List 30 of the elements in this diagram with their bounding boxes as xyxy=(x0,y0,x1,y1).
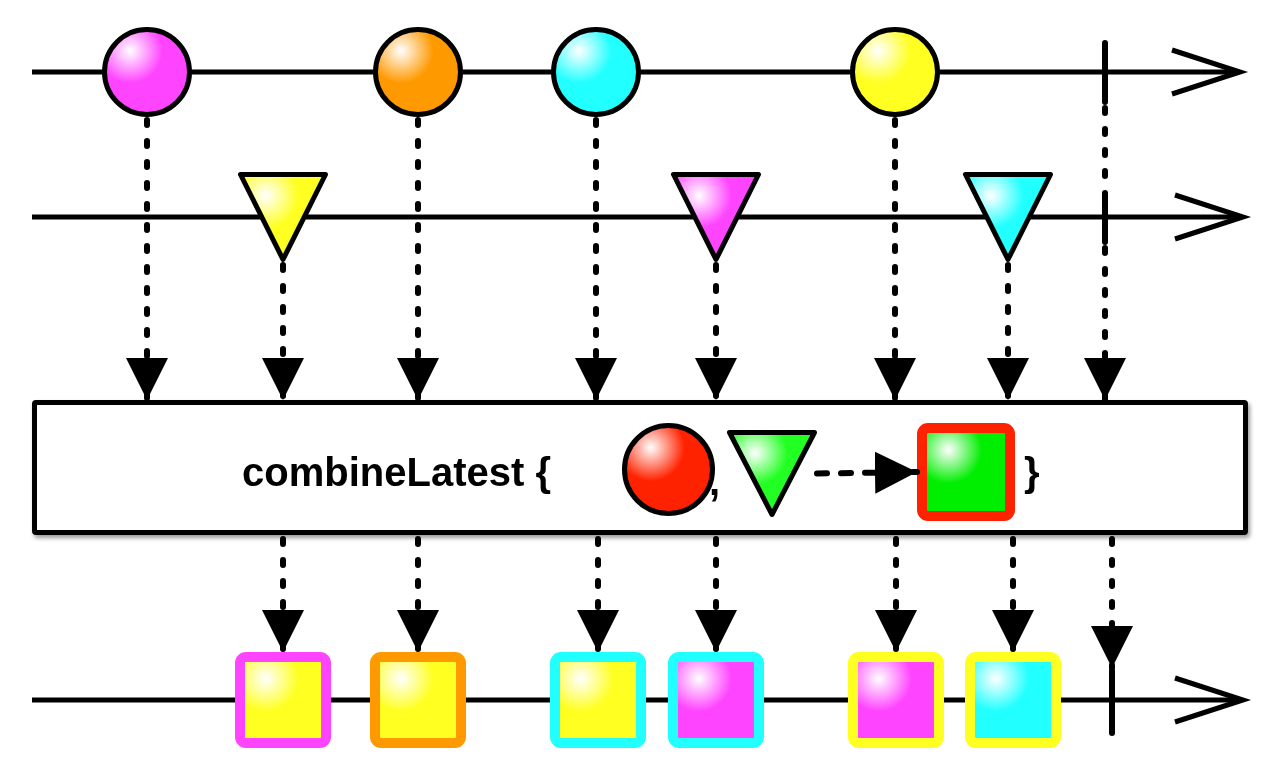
dotted-arrow xyxy=(875,536,917,655)
dotted-arrow xyxy=(262,536,304,655)
square-marble xyxy=(668,652,764,748)
dotted-arrow xyxy=(992,536,1034,655)
dotted-arrow xyxy=(397,536,439,655)
square-marble xyxy=(917,423,1015,521)
closing-brace: } xyxy=(1024,449,1040,496)
triangle-marble xyxy=(238,172,328,262)
marble xyxy=(850,27,940,117)
operator-box xyxy=(32,400,1248,535)
dotted-arrow xyxy=(577,536,619,655)
square-marble xyxy=(550,652,646,748)
marble xyxy=(373,27,463,117)
completion-tick xyxy=(1109,668,1115,736)
square-marble xyxy=(965,652,1061,748)
square-marble xyxy=(235,652,331,748)
operator-label: combineLatest { xyxy=(242,449,551,496)
separator-comma: , xyxy=(709,458,721,505)
marble xyxy=(551,27,641,117)
dotted-arrow xyxy=(695,536,737,655)
completion-tick xyxy=(1102,40,1108,105)
triangle-marble xyxy=(671,172,761,262)
dotted-arrow xyxy=(1091,536,1133,671)
dotted-arrow xyxy=(814,451,920,494)
completion-tick xyxy=(1102,190,1108,245)
marble xyxy=(102,27,192,117)
square-marble xyxy=(370,652,466,748)
triangle-marble xyxy=(727,430,817,517)
square-marble xyxy=(848,652,944,748)
triangle-marble xyxy=(963,172,1053,262)
